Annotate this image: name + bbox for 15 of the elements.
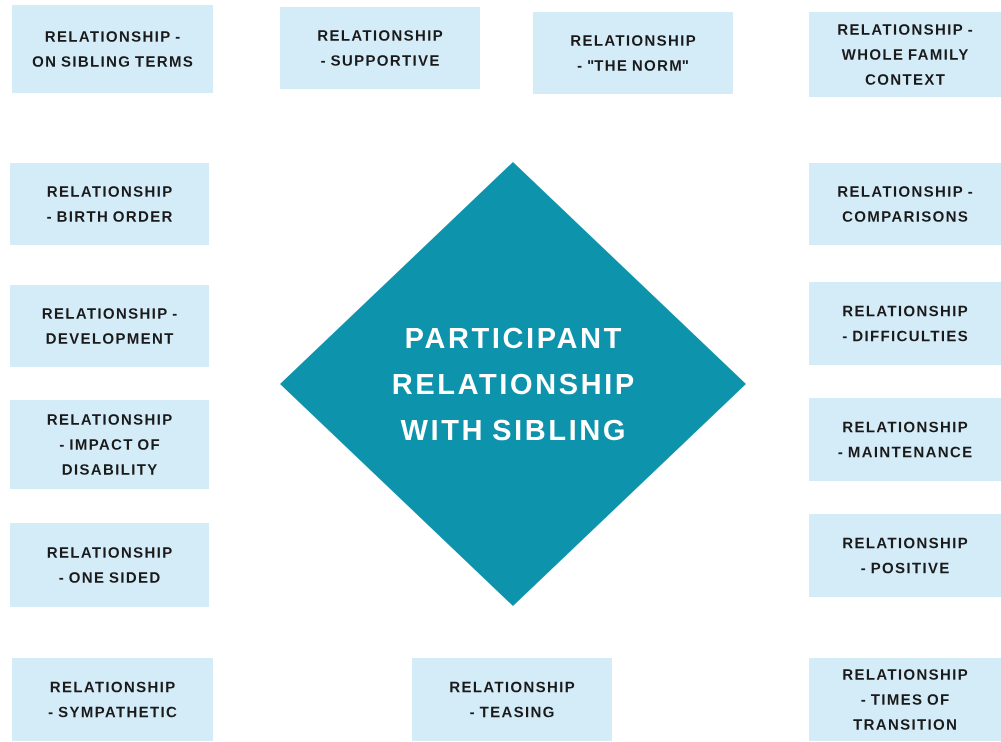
topic-box: RELATIONSHIP - BIRTH ORDER (10, 163, 209, 245)
topic-box: RELATIONSHIP - DIFFICULTIES (809, 282, 1001, 365)
topic-box: RELATIONSHIP - SYMPATHETIC (12, 658, 213, 741)
topic-box: RELATIONSHIP - ON SIBLING TERMS (12, 5, 213, 93)
topic-box: RELATIONSHIP - DEVELOPMENT (10, 285, 209, 367)
topic-box: RELATIONSHIP - IMPACT OF DISABILITY (10, 400, 209, 489)
topic-box: RELATIONSHIP - ONE SIDED (10, 523, 209, 607)
topic-box: RELATIONSHIP - COMPARISONS (809, 163, 1001, 245)
topic-box: RELATIONSHIP - WHOLE FAMILY CONTEXT (809, 12, 1001, 97)
topic-box: RELATIONSHIP - TEASING (412, 658, 612, 741)
topic-box: RELATIONSHIP - SUPPORTIVE (280, 7, 480, 89)
topic-box: RELATIONSHIP - "THE NORM" (533, 12, 733, 94)
topic-box: RELATIONSHIP - POSITIVE (809, 514, 1001, 597)
topic-box: RELATIONSHIP - MAINTENANCE (809, 398, 1001, 481)
topic-box: RELATIONSHIP - TIMES OF TRANSITION (809, 658, 1001, 741)
